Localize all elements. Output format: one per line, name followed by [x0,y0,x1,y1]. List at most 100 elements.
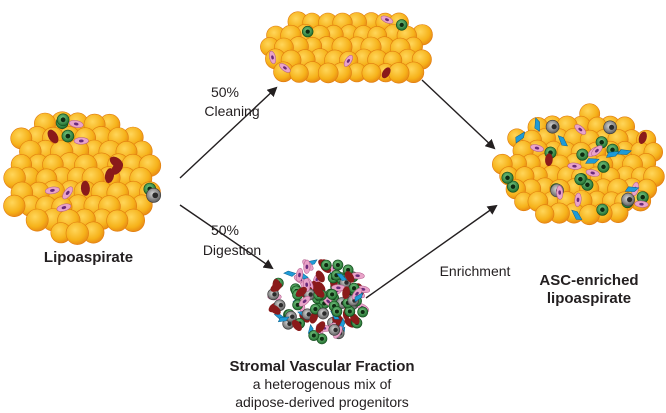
progenitor-nucleus [305,29,310,34]
pericyte-nucleus [590,171,595,175]
adipocyte [388,62,410,84]
progenitor-nucleus [335,262,340,268]
adipocyte [65,221,89,245]
macrophage-nucleus [609,124,615,130]
asc-enriched-cluster [491,103,665,226]
progenitor-nucleus [347,309,352,314]
arrow-to-asc-from-clean [421,79,496,150]
digestion-percent-label: 50% [210,222,240,238]
progenitor-nucleus [580,152,585,157]
erythrocyte [381,67,391,79]
macrophage-nucleus [551,124,557,130]
arrow-cleaning [179,86,278,179]
pericyte-nucleus [50,188,55,192]
erythrocyte [342,286,350,300]
endothelial-cell [515,131,526,144]
cleaning-percent-label: 50% [210,84,240,100]
lipoaspirate-cluster [3,111,162,245]
macrophage-nucleus [308,292,313,297]
progenitor-nucleus [313,307,318,312]
progenitor-nucleus [330,292,335,297]
progenitor-nucleus [640,194,645,200]
pericyte-nucleus [302,299,307,304]
progenitor-nucleus [319,336,324,341]
pericyte-nucleus [61,206,67,210]
endothelial-cell [617,149,632,155]
pericyte-nucleus [298,272,301,278]
lipoaspirate-label: Lipoaspirate [43,249,134,266]
svf-title: Stromal Vascular Fraction [229,358,415,375]
macrophage-nucleus [306,312,311,317]
erythrocyte [270,282,282,292]
macrophage-nucleus [627,197,633,203]
erythrocyte [111,161,124,175]
pericyte-nucleus [271,55,274,60]
pericyte-nucleus [305,264,309,270]
pericyte-nucleus [639,202,644,206]
pericyte-nucleus [65,190,70,195]
progenitor-nucleus [601,164,606,170]
macrophage-nucleus [152,192,159,199]
macrophage-nucleus [344,280,349,285]
endothelial-cell [557,135,568,147]
asc-enriched-title-line2: lipoaspirate [546,290,632,307]
endothelial-cell [336,273,348,281]
progenitor-nucleus [399,22,404,28]
macrophage-nucleus [278,302,284,308]
macrophage-nucleus [333,327,338,333]
arrow-enrichment [365,204,498,299]
progenitor-nucleus [510,184,516,189]
pericyte-nucleus [385,18,389,22]
pericyte-nucleus [355,291,359,296]
progenitor-nucleus [505,175,510,181]
erythrocyte [269,304,281,315]
pericyte-nucleus [534,146,540,150]
endothelial-cell [534,117,540,132]
progenitor-nucleus [60,117,66,123]
pericyte-nucleus [346,59,350,63]
pericyte-nucleus [326,299,331,304]
erythrocyte [313,287,325,298]
enrichment-label: Enrichment [439,263,511,279]
erythrocyte [545,153,553,167]
pericyte-nucleus [595,148,599,153]
endothelial-cell [354,292,364,303]
asc-enriched-title-line1: ASC-enriched [539,272,639,289]
progenitor-nucleus [311,333,316,338]
svf-description-line1: a heterogenous mix of [252,376,392,392]
pericyte-nucleus [355,274,360,278]
erythrocyte [315,270,325,283]
progenitor-nucleus [360,309,365,315]
progenitor-nucleus [346,267,351,272]
adipocyte [289,63,309,83]
svf-description-line2: adipose-derived progenitors [235,394,409,410]
erythrocyte [80,180,90,196]
progenitor-nucleus [351,286,357,291]
erythrocyte [291,319,302,332]
svf-cluster [267,259,371,345]
endothelial-cell [277,316,290,323]
pericyte-nucleus [78,139,84,143]
progenitor-nucleus [578,176,583,182]
adipocyte [361,63,382,83]
macrophage-nucleus [287,321,292,327]
progenitor-nucleus [324,263,329,268]
adipocyte [535,204,555,224]
pericyte-nucleus [576,197,580,203]
macrophage-nucleus [272,292,277,297]
pericyte-nucleus [578,127,583,132]
endothelial-cell [283,270,297,277]
endothelial-cell [606,151,620,158]
progenitor-nucleus [600,207,605,212]
arrow-digestion [179,204,274,270]
adipocyte [579,204,600,226]
pericyte-nucleus [73,122,79,126]
cleaned-lipoaspirate-cluster [260,11,433,84]
erythrocyte [47,129,59,144]
erythrocyte [638,131,647,144]
adipocyte [25,208,49,232]
progenitor-nucleus [599,140,604,145]
endothelial-cell [585,158,600,164]
adipocyte [106,209,129,232]
